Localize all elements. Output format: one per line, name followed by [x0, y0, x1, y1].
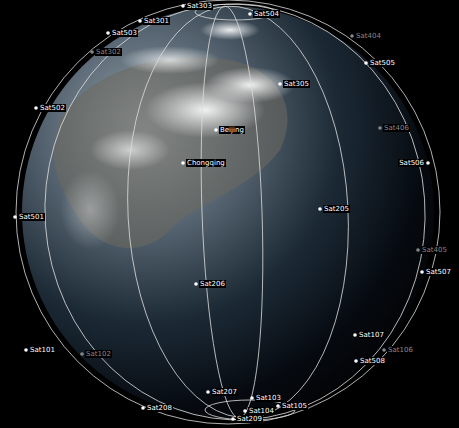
satellite-dot: [420, 270, 424, 274]
satellite-dot: [206, 390, 210, 394]
satellite-label: Sat301: [143, 17, 170, 25]
satellite-dot: [364, 61, 368, 65]
satellite-dot: [231, 417, 235, 421]
satellite-label: Beijing: [219, 126, 245, 134]
satellite-label: Sat209: [236, 415, 263, 423]
satellite-label: Sat505: [369, 59, 396, 67]
satellite-dot: [353, 333, 357, 337]
satellite-dot: [248, 12, 252, 16]
satellite-label: Sat208: [146, 404, 173, 412]
satellite-label: Sat207: [211, 388, 238, 396]
satellite-label: Sat102: [85, 350, 112, 358]
satellite-label: Sat105: [281, 402, 308, 410]
satellite-dot: [181, 4, 185, 8]
satellite-dot: [80, 352, 84, 356]
satellite-label: Sat107: [358, 331, 385, 339]
orbit-lines: [16, 0, 440, 428]
satellite-dot: [250, 396, 254, 400]
satellite-dot: [34, 106, 38, 110]
satellite-dot: [13, 215, 17, 219]
satellite-dot: [138, 19, 142, 23]
satellite-label: Sat103: [255, 394, 282, 402]
satellite-dot: [382, 348, 386, 352]
satellite-label: Sat305: [283, 80, 310, 88]
satellite-label: Sat506: [398, 159, 425, 167]
satellite-label: Sat104: [248, 407, 275, 415]
satellite-dot: [378, 126, 382, 130]
satellite-label: Sat404: [355, 32, 382, 40]
satellite-dot: [214, 128, 218, 132]
satellite-label: Sat101: [29, 346, 56, 354]
satellite-label: Sat405: [421, 246, 448, 254]
satellite-label: Sat205: [323, 205, 350, 213]
satellite-label: Sat303: [186, 2, 213, 10]
satellite-label: Sat406: [383, 124, 410, 132]
satellite-dot: [24, 348, 28, 352]
earth-globe: [22, 6, 434, 418]
satellite-dot: [106, 31, 110, 35]
satellite-label: Chongqing: [186, 159, 226, 167]
satellite-dot: [278, 82, 282, 86]
satellite-dot: [354, 359, 358, 363]
satellite-label: Sat503: [111, 29, 138, 37]
earth-surface: [54, 20, 295, 250]
satellite-label: Sat502: [39, 104, 66, 112]
satellite-dot: [350, 34, 354, 38]
satellite-dot: [243, 409, 247, 413]
satellite-label: Sat504: [253, 10, 280, 18]
satellite-dot: [141, 406, 145, 410]
satellite-label: Sat206: [199, 280, 226, 288]
satellite-dot: [318, 207, 322, 211]
satellite-dot: [276, 404, 280, 408]
satellite-dot: [416, 248, 420, 252]
satellite-dot: [181, 161, 185, 165]
satellite-label: Sat106: [387, 346, 414, 354]
satellite-label: Sat508: [359, 357, 386, 365]
satellite-label: Sat501: [18, 213, 45, 221]
satellite-label: Sat507: [425, 268, 452, 276]
satellite-dot: [90, 50, 94, 54]
satellite-dot: [426, 161, 430, 165]
satellite-label: Sat302: [95, 48, 122, 56]
satellite-dot: [194, 282, 198, 286]
